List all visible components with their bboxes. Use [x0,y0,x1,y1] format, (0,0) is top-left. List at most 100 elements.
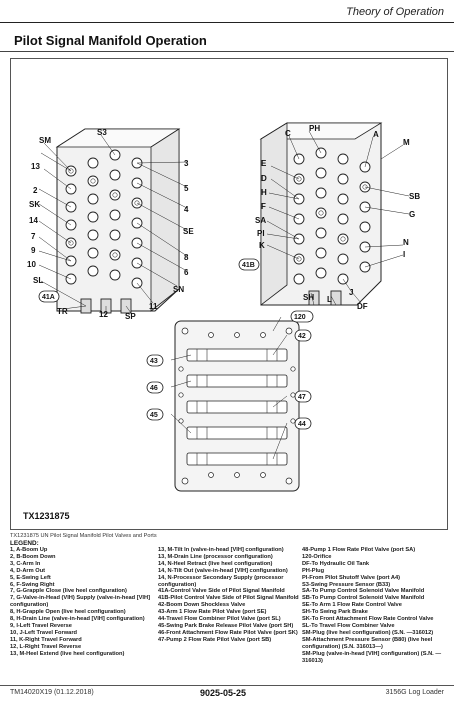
legend-item: 14, N-Heel Retract (live heel configurat… [158,560,273,567]
callout-sp: SP [125,312,136,321]
badge-45: 45 [150,412,158,419]
badge-42-shape [294,329,312,342]
callout-sk: SK [29,200,40,209]
badge-120: 120 [294,314,306,321]
badge-43-shape [146,354,164,367]
legend-item: 8, H-Grapple Open (live heel configurati… [10,609,126,616]
legend-item: 8, H-Drain Line (valve-in-head [VIH] con… [10,616,145,623]
callout-11: 11 [149,302,158,311]
callout-m: M [403,138,410,147]
badge-46: 46 [150,385,158,392]
badge-41a-shape [38,290,60,303]
callout-sh: SH [303,293,314,302]
legend-item: SB-To Pump Control Solenoid Valve Manifo… [302,595,425,602]
badge-45-shape [146,408,164,421]
callout-6: 6 [184,268,189,277]
page-footer: TM14020X19 (01.12.2018) 9025-05-25 3156G… [0,685,454,701]
legend-item: 4, D-Arm Out [10,567,46,574]
legend-item: SA-To Pump Control Solenoid Valve Manifo… [302,588,425,595]
callout-e: E [261,159,267,168]
callout-sn: SN [173,285,184,294]
callout-se: SE [183,227,194,236]
badge-47: 47 [298,394,306,401]
legend-item: 120-Orifice [302,553,332,560]
legend-item: 48-Pump 1 Flow Rate Pilot Valve (port SA… [302,547,416,553]
badge-43: 43 [150,358,158,365]
running-header: Theory of Operation [0,0,454,23]
figure-code: TX1231875 [23,511,70,521]
plate-leader-lines [170,316,288,460]
footer-document-id: TM14020X19 (01.12.2018) [10,689,94,696]
callout-sb: SB [409,192,420,201]
valve-plate-drawing [174,320,300,492]
legend-column-1: 1, A-Boom Up 2, B-Boom Down 3, C-Arm In … [10,547,154,658]
legend-item: 43-Arm 1 Flow Rate Pilot Valve (port SE) [158,609,267,616]
badge-47-shape [294,390,312,403]
callout-9: 9 [31,246,36,255]
section-title: Theory of Operation [346,6,444,18]
legend-item: 7, G-Valve-in-Head (VIH) Supply (valve-i… [10,595,151,609]
callout-j: J [349,288,353,297]
legend-item: 13, M-Drain Line (processor configuratio… [158,553,273,560]
footer-page-number: 9025-05-25 [200,688,247,698]
callout-a: A [373,130,379,139]
legend-column-2: 13, M-Tilt In (valve-in-head [VIH] confi… [158,547,302,644]
callout-c: C [285,129,291,138]
callout-2: 2 [33,186,38,195]
callout-10: 10 [27,260,36,269]
callout-sa: SA [255,216,266,225]
callout-13: 13 [31,162,40,171]
legend-item: 47-Pump 2 Flow Rate Pilot Valve (port SB… [158,636,272,643]
callout-h: H [261,188,267,197]
legend-item: S3-Swing Pressure Sensor (B33) [302,581,391,588]
callout-4: 4 [184,205,189,214]
callout-3: 3 [184,159,189,168]
legend-column-3: 48-Pump 1 Flow Rate Pilot Valve (port SA… [302,547,446,664]
right-manifold-drawing [259,122,383,306]
legend-item: SK-To Front Attachment Flow Rate Control… [302,616,434,623]
legend-item: 5, E-Swing Left [10,574,51,581]
callout-5: 5 [184,184,189,193]
legend-item: 2, B-Boom Down [10,553,56,560]
manifold-illustration: SM S3 13 2 SK 14 7 9 10 SL TR 12 SP 11 S… [27,122,420,492]
badge-120-shape [290,310,314,323]
legend-item: SL-To Travel Flow Combiner Valve [302,622,395,629]
legend-item: 7, G-Grapple Close (live heel configurat… [10,588,127,595]
legend-item: 11, K-Right Travel Forward [10,636,82,643]
legend-item: PI-From Pilot Shutoff Valve (port A4) [302,574,401,581]
callout-tr: TR [57,307,68,316]
legend-item: 6, F-Swing Right [10,581,55,588]
legend-item: 44-Travel Flow Combiner Pilot Valve (por… [158,616,281,623]
legend-item: 13, M-Heel Extend (live heel configurati… [10,650,125,657]
legend-item: SM-Plug (valve-in-head [VIH] configurati… [302,650,442,664]
legend-item: 41A-Control Valve Side of Pilot Signal M… [158,588,285,595]
callout-l: L [327,295,332,304]
callout-i: I [403,250,405,259]
legend-item: 9, I-Left Travel Reverse [10,622,72,629]
legend-item: 1, A-Boom Up [10,547,48,553]
badge-42: 42 [298,333,306,340]
legend-item: 41B-Pilot Control Valve Side of Pilot Si… [158,595,299,602]
callout-7: 7 [31,232,36,241]
legend-item: 3, C-Arm In [10,560,41,567]
figure-caption: TX1231875 UN Pilot Signal Manifold Pilot… [10,533,157,539]
legend-item: SE-To Arm 1 Flow Rate Control Valve [302,602,402,609]
figure-manifold: SM S3 13 2 SK 14 7 9 10 SL TR 12 SP 11 S… [10,58,448,530]
legend-item: SM-Attachment Pressure Sensor (B80) (liv… [302,636,433,650]
callout-k: K [259,241,265,250]
legend: 1, A-Boom Up 2, B-Boom Down 3, C-Arm In … [10,547,446,677]
callout-sl: SL [33,276,43,285]
footer-model-name: 3156G Log Loader [385,689,444,696]
legend-item: 14, N-Processor Secondary Supply (proces… [158,574,284,588]
page-title: Pilot Signal Manifold Operation [0,30,454,52]
callout-pi: PI [257,229,265,238]
legend-item: 13, M-Tilt In (valve-in-head [VIH] confi… [158,547,284,553]
legend-title: LEGEND: [10,540,39,547]
callout-ph: PH [309,124,320,133]
legend-item: DF-To Hydraulic Oil Tank [302,560,370,567]
legend-item: 10, J-Left Travel Forward [10,629,78,636]
callout-d: D [261,174,267,183]
left-manifold-drawing [55,128,181,314]
badge-44-shape [294,417,312,430]
callout-14: 14 [29,216,38,225]
